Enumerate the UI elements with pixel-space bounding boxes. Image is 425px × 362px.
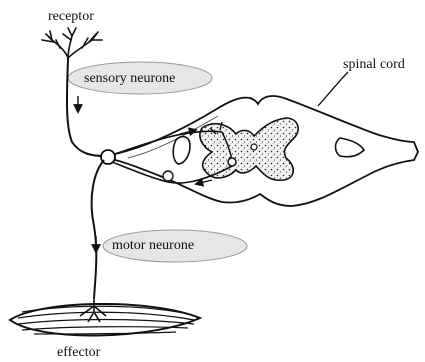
receptor-icon (42, 28, 102, 58)
receptor-label: receptor (48, 9, 94, 24)
effector-label: effector (57, 345, 101, 360)
motor-cell-body (163, 171, 173, 181)
motor-neurone-fibre (92, 160, 104, 298)
central-canal (251, 144, 257, 150)
motor-neurone-label: motor neurone (112, 238, 194, 253)
effector-muscle (10, 298, 200, 336)
spinal-cord-label: spinal cord (343, 57, 405, 72)
spinal-cord-leader-line (318, 72, 348, 106)
sensory-neurone-label: sensory neurone (84, 71, 175, 86)
